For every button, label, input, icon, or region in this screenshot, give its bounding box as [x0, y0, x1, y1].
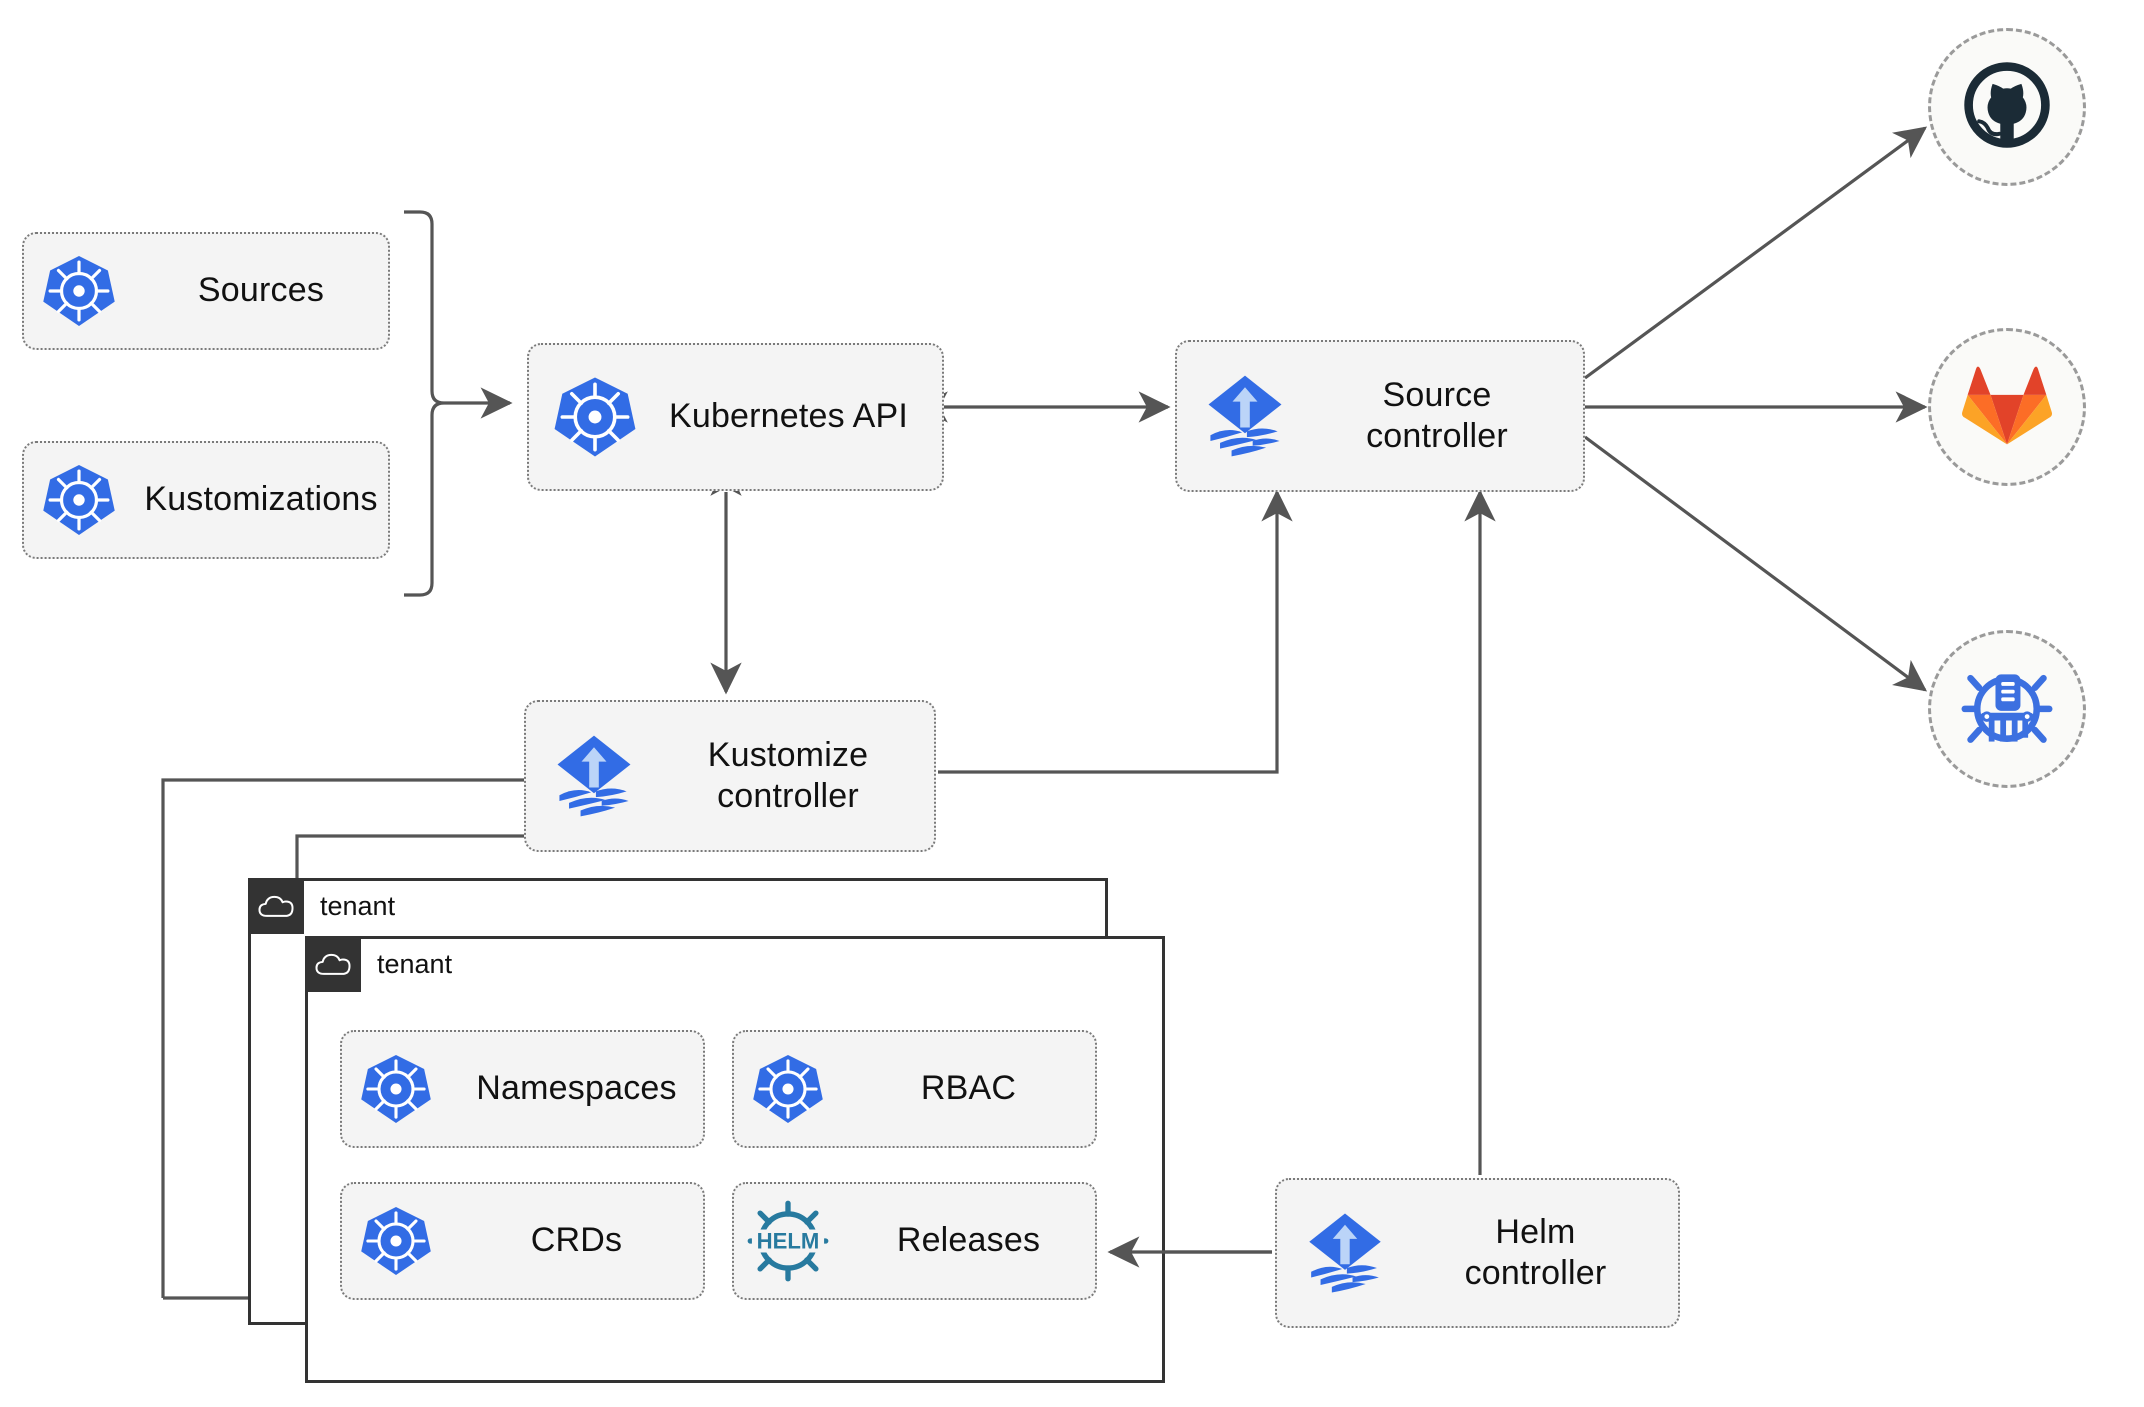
resource-label: Kustomizations: [144, 480, 378, 519]
tenant-frame-inner[interactable]: tenant: [305, 936, 1165, 1383]
kustomize-controller-node[interactable]: Kustomize controller: [524, 700, 936, 852]
provider-gitlab[interactable]: [1928, 328, 2086, 486]
tenant-titlebar-inner: tenant: [305, 936, 452, 992]
kubernetes-api-label: Kubernetes API: [668, 397, 909, 436]
tenant-resource-label: RBAC: [920, 1069, 1017, 1108]
helm-controller-node[interactable]: Helm controller: [1275, 1178, 1680, 1328]
tenant-resource-label: Namespaces: [476, 1069, 677, 1108]
cloud-icon: [305, 936, 361, 992]
kustomize-controller-label: Kustomize controller: [707, 735, 869, 815]
source-controller-node[interactable]: Source controller: [1175, 340, 1585, 492]
gitlab-icon: [1961, 362, 2053, 453]
kubernetes-icon: [342, 1204, 450, 1278]
provider-github[interactable]: [1928, 28, 2086, 186]
tenant-resource-label: Releases: [896, 1221, 1041, 1260]
kubernetes-api-node[interactable]: Kubernetes API: [527, 343, 944, 491]
tenant-resource-namespaces[interactable]: Namespaces: [340, 1030, 705, 1148]
kubernetes-icon: [734, 1052, 842, 1126]
resource-node-sources[interactable]: Sources: [22, 232, 390, 350]
kubernetes-icon: [529, 374, 661, 460]
tenant-resource-releases[interactable]: HELM Releases: [732, 1182, 1097, 1300]
tenant-label: tenant: [377, 948, 453, 979]
kubernetes-icon: [342, 1052, 450, 1126]
kubernetes-icon: [24, 253, 134, 329]
provider-helm-repository[interactable]: [1928, 630, 2086, 788]
tenant-label: tenant: [320, 890, 396, 921]
flux-icon: [1277, 1206, 1413, 1300]
resource-node-kustomizations[interactable]: Kustomizations: [22, 441, 390, 559]
helm-controller-label: Helm controller: [1464, 1212, 1607, 1292]
helm-icon: HELM: [734, 1200, 842, 1282]
flux-icon: [526, 728, 662, 824]
flux-icon: [1177, 368, 1313, 464]
resource-label: Sources: [197, 271, 325, 310]
cloud-icon: [248, 878, 304, 934]
source-controller-label: Source controller: [1366, 375, 1508, 455]
helm-repository-icon: [1959, 659, 2055, 760]
kubernetes-icon: [24, 462, 134, 538]
tenant-resource-rbac[interactable]: RBAC: [732, 1030, 1097, 1148]
github-icon: [1959, 57, 2055, 158]
tenant-resource-crds[interactable]: CRDs: [340, 1182, 705, 1300]
svg-text:HELM: HELM: [757, 1228, 820, 1253]
tenant-titlebar-outer: tenant: [248, 878, 395, 934]
tenant-resource-label: CRDs: [530, 1221, 623, 1260]
